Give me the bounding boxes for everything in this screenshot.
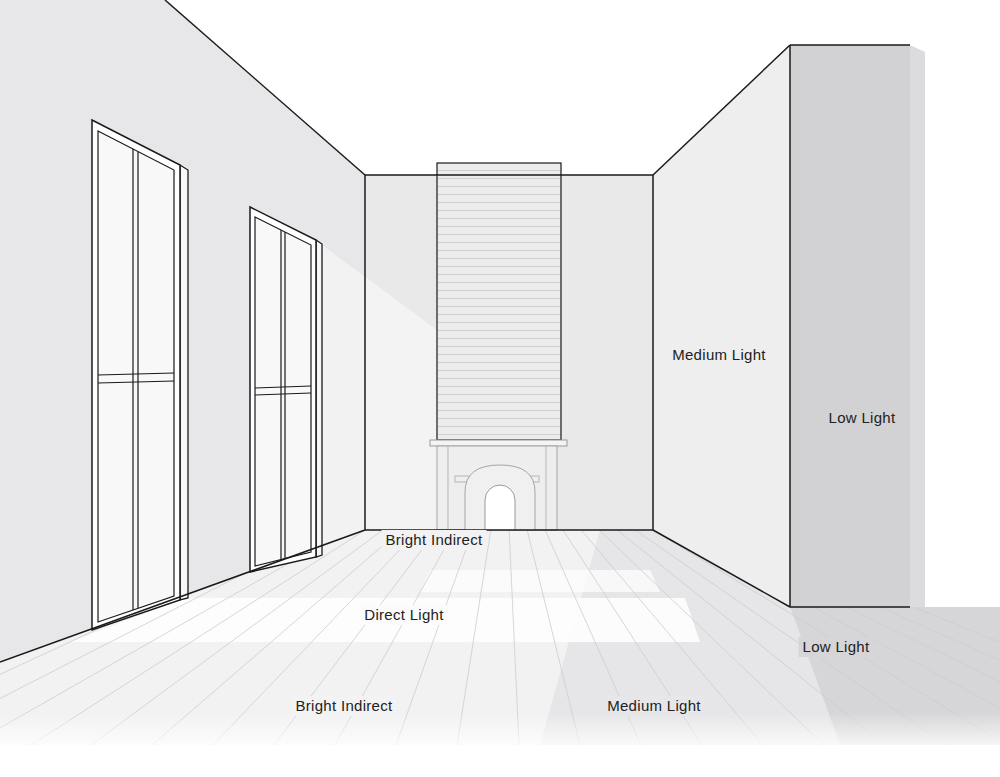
chimney (437, 163, 561, 440)
window-transom (255, 386, 311, 388)
window-frame (92, 120, 180, 630)
window-mullion (137, 152, 138, 608)
ceiling-edge (653, 45, 790, 175)
ceiling-edge (790, 44, 910, 46)
floor-edge (653, 530, 790, 607)
fireplace-pillar (448, 446, 449, 530)
window-transom (98, 381, 174, 383)
window-mullion (284, 232, 285, 559)
fireplace-surround (437, 446, 557, 530)
window-transom (98, 373, 174, 375)
column-edge (789, 45, 791, 607)
ceiling-edge (365, 174, 653, 176)
ceiling-edge (165, 0, 365, 175)
floor-fade (0, 600, 1000, 750)
window-reveal (180, 165, 188, 600)
label-anchor: Low Light (799, 637, 874, 657)
label-anchor: Bright Indirect (381, 530, 486, 550)
column-side (910, 45, 925, 607)
column-face (790, 45, 910, 607)
room-edges (0, 0, 910, 662)
light-level-label: Low Light (799, 637, 874, 657)
light-level-label: Bright Indirect (291, 696, 396, 716)
wall-corner (364, 175, 366, 530)
light-level-label: Low Light (825, 408, 900, 428)
mantel (430, 440, 567, 446)
fireplace-pillar (546, 446, 547, 530)
page-ground (0, 745, 1000, 777)
light-level-label: Direct Light (360, 605, 447, 625)
light-level-label: Bright Indirect (381, 530, 486, 550)
label-anchor: Direct Light (360, 605, 447, 625)
light-beam (318, 242, 437, 552)
light-level-label: Medium Light (603, 696, 705, 716)
floor-edge (790, 606, 910, 608)
window-frame (250, 207, 316, 572)
label-anchor: Low Light (825, 408, 900, 428)
label-anchor: Medium Light (668, 345, 770, 365)
right-wall (653, 45, 790, 607)
light-level-label: Medium Light (668, 345, 770, 365)
window-pane (255, 217, 311, 566)
fireplace-arch (465, 465, 535, 530)
window-mullion (132, 149, 133, 610)
window-pane (98, 131, 174, 622)
floor-edge (0, 530, 365, 662)
label-anchor: Bright Indirect (291, 696, 396, 716)
wall-corner (652, 175, 654, 530)
window-mullion (280, 230, 281, 560)
label-anchor: Medium Light (603, 696, 705, 716)
window-reveal (316, 240, 322, 557)
window-transom (255, 393, 311, 395)
fireplace-opening (485, 485, 515, 530)
